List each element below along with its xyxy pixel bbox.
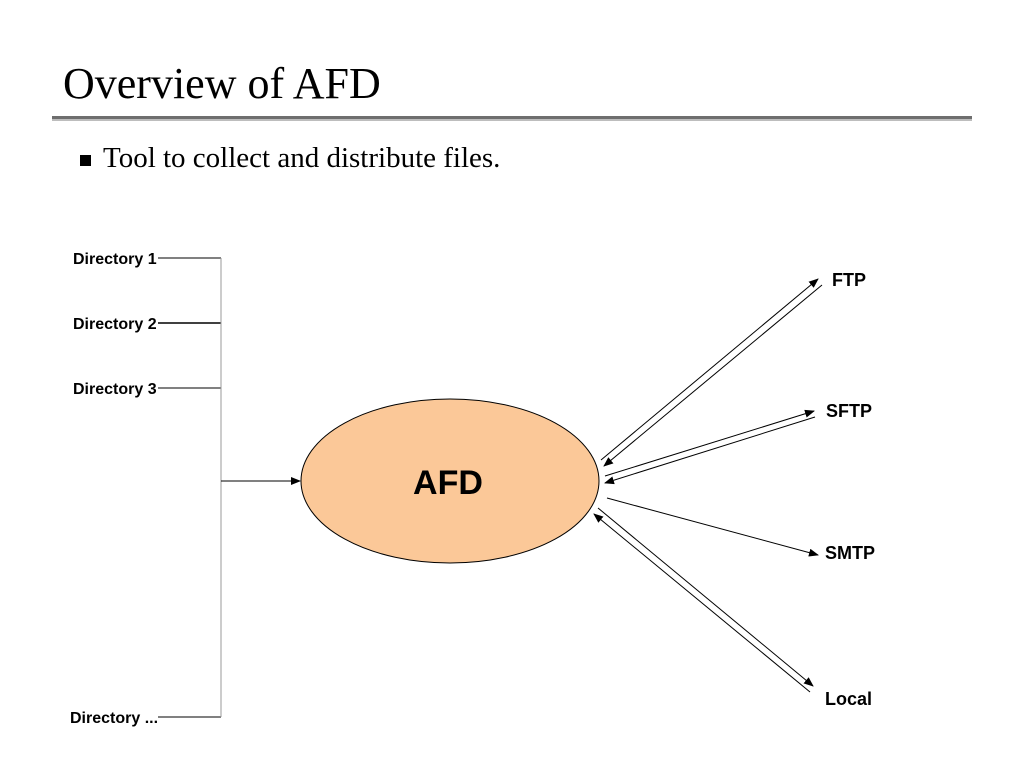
afd-node	[300, 398, 600, 564]
output-label-local: Local	[825, 689, 872, 709]
sftp-arrow-in	[604, 416, 816, 485]
afd-label: AFD	[413, 464, 483, 502]
output-label-smtp: SMTP	[825, 543, 875, 563]
bullet-text: Tool to collect and distribute files.	[103, 142, 501, 174]
slide-title: Overview of AFD	[63, 59, 381, 108]
bullet-square-icon	[80, 155, 91, 166]
sftp-arrow-out	[604, 409, 815, 477]
ftp-arrow-in	[603, 284, 823, 467]
input-label-directory-2: Directory 2	[73, 316, 157, 333]
input-label-directory-1: Directory 1	[73, 251, 157, 268]
local-arrow-in	[593, 513, 811, 693]
output-label-sftp: SFTP	[826, 401, 872, 421]
input-label-directory-3: Directory 3	[73, 381, 157, 398]
bullet-item: Tool to collect and distribute files.	[80, 142, 500, 175]
output-label-ftp: FTP	[832, 270, 866, 290]
local-arrow-out	[597, 507, 814, 687]
smtp-arrow-out	[606, 497, 819, 557]
input-label-directory-more: Directory ...	[70, 710, 158, 727]
title-divider	[52, 116, 972, 121]
ftp-arrow-out	[600, 278, 819, 461]
